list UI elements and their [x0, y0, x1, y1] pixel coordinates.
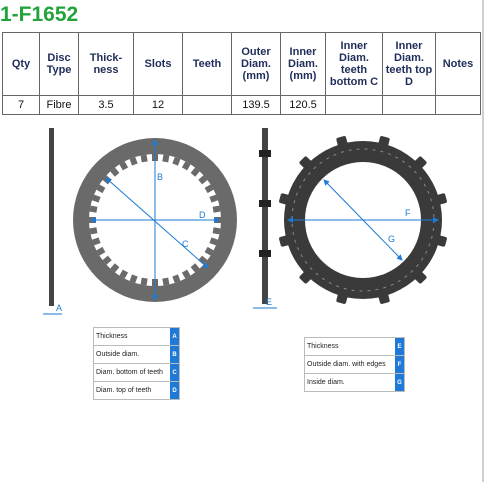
page-border [482, 0, 484, 482]
legend-text: Inside diam. [307, 379, 345, 386]
label-f: F [405, 208, 411, 218]
legend-steel-plate: Thickness A Outside diam. B Diam. bottom o… [93, 327, 180, 400]
tooth [181, 269, 191, 279]
tooth [190, 167, 200, 177]
cell-qty: 7 [2, 95, 40, 115]
tooth [119, 269, 129, 279]
legend-row: Inside diam. G [304, 374, 405, 392]
tooth [91, 237, 101, 246]
header-qty: Qty [2, 32, 40, 96]
legend-key: F [395, 356, 404, 373]
side-tab [259, 200, 271, 207]
header-slots: Slots [133, 32, 183, 96]
legend-row: Thickness A [93, 327, 180, 346]
cell-outer-diam: 139.5 [231, 95, 281, 115]
label-g: G [388, 234, 395, 244]
part-number-title: 1-F1652 [0, 3, 79, 26]
steel-plate-side-view [49, 128, 54, 306]
disc-diagram: A B C D E F G [43, 128, 447, 315]
tooth [140, 277, 148, 286]
tooth [172, 274, 181, 284]
header-disc-type: Disc Type [39, 32, 79, 96]
legend-row: Outside diam. with edges F [304, 356, 405, 374]
tooth [110, 167, 120, 177]
legend-key: A [170, 328, 179, 345]
label-e: E [266, 297, 272, 307]
label-b: B [157, 172, 163, 182]
tooth [96, 184, 106, 194]
tooth [129, 156, 138, 166]
label-c: C [182, 239, 189, 249]
spec-data-row: 7 Fibre 3.5 12 139.5 120.5 [2, 95, 481, 115]
cell-thickness: 3.5 [78, 95, 134, 115]
legend-text: Diam. top of teeth [96, 387, 152, 394]
tooth [89, 227, 98, 235]
legend-text: Outside diam. with edges [307, 361, 386, 368]
header-outer-diam: Outer Diam. (mm) [231, 32, 281, 96]
legend-row: Diam. bottom of teeth C [93, 364, 180, 382]
dimension-line-g [323, 179, 403, 261]
header-teeth: Teeth [182, 32, 232, 96]
label-a: A [56, 303, 62, 313]
cell-teeth [182, 95, 232, 115]
legend-row: Outside diam. B [93, 346, 180, 364]
tooth [162, 154, 170, 163]
tooth [89, 205, 98, 213]
tooth [181, 161, 191, 171]
friction-plate-side-view [262, 128, 268, 304]
spec-table: Qty Disc Type Thick-ness Slots Teeth Out… [2, 32, 481, 115]
tooth [129, 274, 138, 284]
tooth [172, 156, 181, 166]
tooth [140, 154, 148, 163]
legend-key: C [170, 364, 179, 381]
legend-row: Diam. top of teeth D [93, 382, 180, 400]
tooth [96, 246, 106, 256]
tooth [209, 237, 219, 246]
header-teeth-bottom: Inner Diam. teeth bottom C [325, 32, 383, 96]
spec-header-row: Qty Disc Type Thick-ness Slots Teeth Out… [2, 32, 481, 96]
tooth [209, 194, 219, 203]
legend-key: E [395, 338, 404, 355]
tooth [212, 205, 221, 213]
cell-inner-diam: 120.5 [280, 95, 326, 115]
header-inner-diam: Inner Diam. (mm) [280, 32, 326, 96]
dimension-line-c [105, 177, 209, 269]
legend-text: Thickness [307, 343, 339, 350]
legend-key: D [170, 382, 179, 399]
cell-disc-type: Fibre [39, 95, 79, 115]
legend-key: B [170, 346, 179, 363]
header-teeth-top: Inner Diam. teeth top D [382, 32, 436, 96]
legend-text: Diam. bottom of teeth [96, 369, 163, 376]
tooth [212, 227, 221, 235]
legend-text: Thickness [96, 333, 128, 340]
tooth [162, 277, 170, 286]
legend-text: Outside diam. [96, 351, 140, 358]
cell-notes [435, 95, 481, 115]
cell-teeth-bottom [325, 95, 383, 115]
tooth [91, 194, 101, 203]
cell-slots: 12 [133, 95, 183, 115]
side-tab [259, 250, 271, 257]
header-notes: Notes [435, 32, 481, 96]
cell-teeth-top [382, 95, 436, 115]
header-thickness: Thick-ness [78, 32, 134, 96]
label-d: D [199, 210, 206, 220]
tooth [119, 161, 129, 171]
legend-key: G [395, 374, 404, 391]
side-tab [259, 150, 271, 157]
legend-row: Thickness E [304, 337, 405, 356]
legend-friction-plate: Thickness E Outside diam. with edges F Ins… [304, 337, 405, 392]
